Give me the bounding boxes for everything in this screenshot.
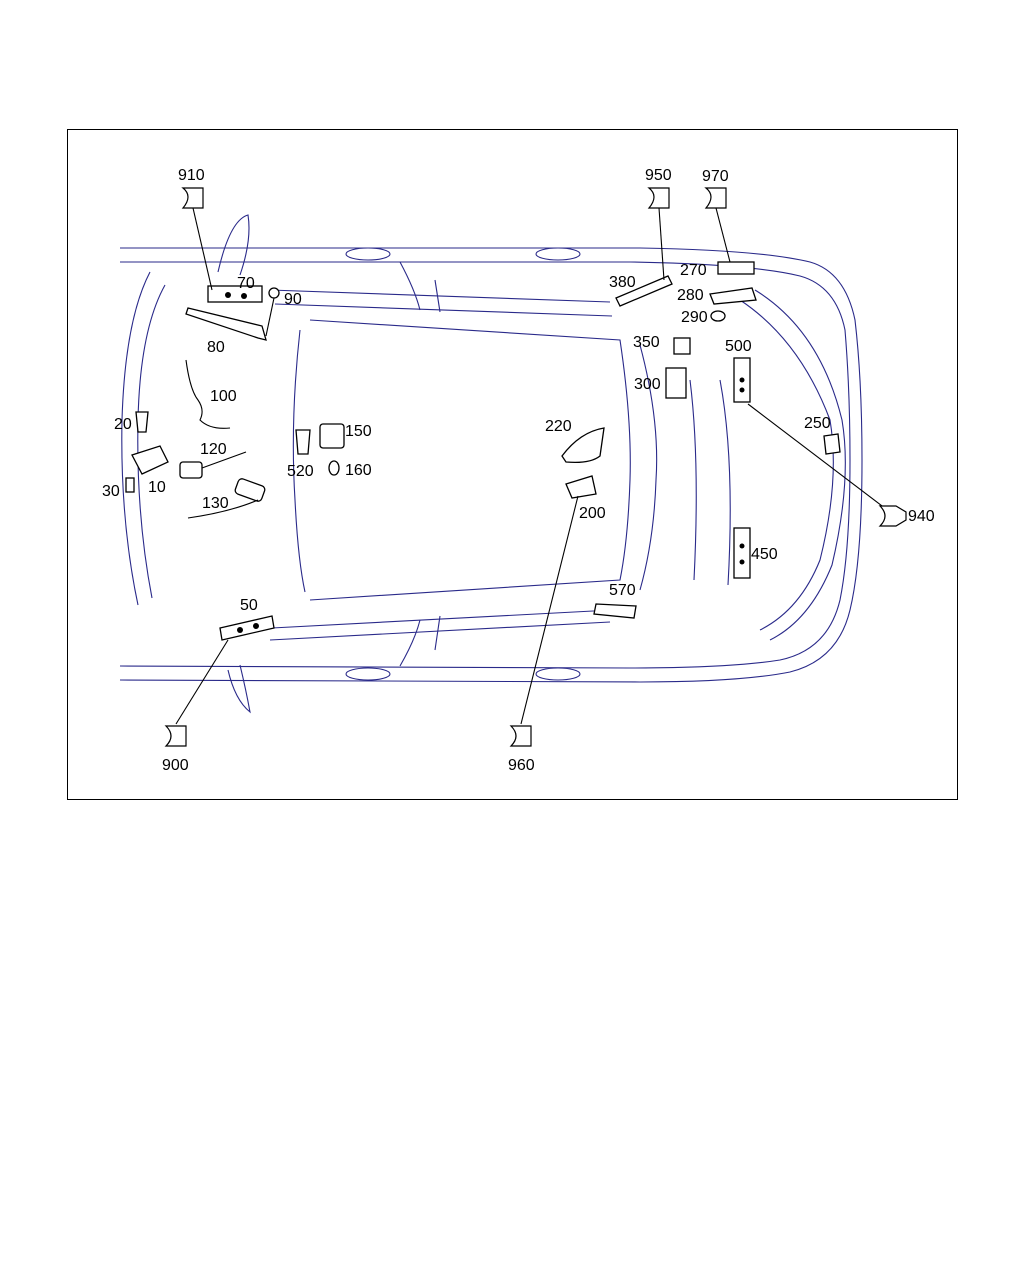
callout-500: 500 [725,338,752,355]
part-50-shape [219,615,275,641]
part-160-shape [328,460,340,476]
part-120-shape [179,461,203,479]
tag-910-icon [181,187,204,209]
car-body-outline [119,214,863,714]
part-150-shape [319,423,345,449]
callout-300: 300 [634,376,661,393]
part-20-shape [135,411,149,433]
part-300-shape [665,367,687,399]
callout-950: 950 [645,167,672,184]
part-270-shape [717,261,755,275]
callout-70: 70 [237,275,255,292]
part-70-shape [207,285,263,303]
part-220-shape [561,427,605,464]
callout-910: 910 [178,167,205,184]
callout-520: 520 [287,463,314,480]
callout-450: 450 [751,546,778,563]
callout-960: 960 [508,757,535,774]
part-520-shape [295,429,311,455]
callout-10: 10 [148,479,166,496]
part-450-shape [733,527,751,579]
connector-tags [164,187,907,747]
callout-120: 120 [200,441,227,458]
part-90-shape [268,287,280,299]
callout-900: 900 [162,757,189,774]
tag-970-icon [704,187,727,209]
part-350-shape [673,337,691,355]
part-200-shape [565,475,597,499]
tag-960-icon [509,725,532,747]
callout-270: 270 [680,262,707,279]
callout-130: 130 [202,495,229,512]
tag-900-icon [164,725,187,747]
diagram-frame [67,129,958,800]
part-80-shape [185,307,267,341]
part-shapes [125,261,841,641]
callout-970: 970 [702,168,729,185]
part-30-shape [125,477,135,493]
callout-200: 200 [579,505,606,522]
callout-940: 940 [908,508,935,525]
callout-290: 290 [681,309,708,326]
part-280-shape [709,287,757,305]
callout-570: 570 [609,582,636,599]
part-250-shape [823,433,841,455]
part-100-shape [185,359,231,429]
callout-50: 50 [240,597,258,614]
callout-150: 150 [345,423,372,440]
part-10-shape [131,445,169,475]
callout-350: 350 [633,334,660,351]
callout-30: 30 [102,483,120,500]
tag-940-icon [878,505,907,527]
leader-lines [175,207,891,725]
callout-220: 220 [545,418,572,435]
callout-20: 20 [114,416,132,433]
callout-labels: 910 950 970 70 90 80 100 20 120 10 30 13… [102,167,935,774]
callout-160: 160 [345,462,372,479]
callout-250: 250 [804,415,831,432]
part-290-shape [710,310,726,322]
tag-950-icon [647,187,670,209]
callout-280: 280 [677,287,704,304]
callout-80: 80 [207,339,225,356]
part-380-shape [615,275,673,307]
callout-380: 380 [609,274,636,291]
callout-100: 100 [210,388,237,405]
callout-90: 90 [284,291,302,308]
part-130-shape [234,478,266,502]
part-570-shape [593,603,637,619]
